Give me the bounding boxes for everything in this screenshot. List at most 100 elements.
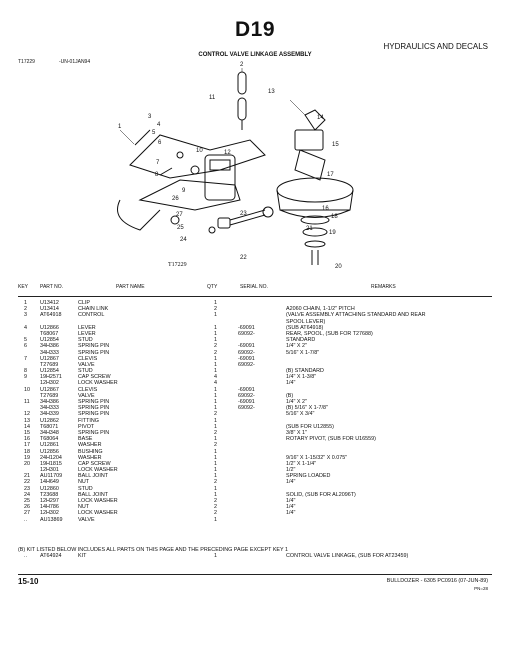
cell-remarks: (VALVE ASSEMBLY ATTACHING STANDARD AND R… bbox=[286, 312, 426, 319]
cell-part-name: VALVE bbox=[78, 361, 95, 368]
cell-key: 9 bbox=[24, 374, 27, 381]
callout-24: 24 bbox=[180, 237, 187, 243]
callout-2: 2 bbox=[240, 62, 244, 68]
cell-qty: 1 bbox=[214, 386, 217, 393]
cell-serial: 69092- bbox=[238, 392, 255, 399]
cell-remarks: (B) bbox=[286, 392, 294, 399]
cell-qty: 1 bbox=[214, 300, 217, 306]
cell-key: 15 bbox=[24, 429, 30, 436]
cell-remarks: 5/16" X 3/4" bbox=[286, 411, 315, 418]
cell-part-no: 34H348 bbox=[40, 429, 59, 436]
col-part-name: PART NAME bbox=[116, 284, 145, 290]
cell-part-no: 12H302 bbox=[40, 510, 59, 517]
cell-part-name: SPRING PIN bbox=[78, 399, 110, 405]
cell-part-name: CLIP bbox=[78, 300, 90, 306]
callout-1: 1 bbox=[118, 124, 122, 130]
cell-qty: 1 bbox=[214, 392, 217, 399]
cell-part-no: U13414 bbox=[40, 306, 59, 313]
callout-11: 11 bbox=[209, 95, 216, 101]
cell-remarks: A2060 CHAIN, 1-1/2" PITCH bbox=[286, 306, 355, 313]
cell-part-no: 19H1815 bbox=[40, 460, 62, 467]
header-rule bbox=[18, 296, 492, 297]
callout-6: 6 bbox=[158, 140, 162, 146]
cell-key: 26 bbox=[24, 504, 30, 511]
cell-part-name: NUT bbox=[78, 479, 90, 486]
cell-part-no: T27689 bbox=[40, 361, 59, 368]
cell-part-name: FITTING bbox=[78, 417, 99, 424]
page-number: 15-10 bbox=[18, 577, 39, 586]
col-serial-no: SERIAL NO. bbox=[240, 284, 268, 290]
cell-part-name: WASHER bbox=[78, 442, 102, 449]
callout-4: 4 bbox=[157, 122, 161, 128]
cell-key: 14 bbox=[24, 423, 30, 430]
cell-key: 24 bbox=[24, 491, 30, 498]
cell-key: 2 bbox=[24, 306, 27, 313]
cell-key: 22 bbox=[24, 479, 30, 486]
cell-part-name: CAP SCREW bbox=[78, 374, 111, 381]
cell-part-name: CONTROL bbox=[78, 312, 105, 319]
cell-qty: 1 bbox=[214, 448, 217, 455]
cell-part-name: LEVER bbox=[78, 330, 96, 337]
cell-key: 13 bbox=[24, 417, 30, 424]
cell-qty: 1 bbox=[214, 516, 217, 523]
cell-qty: 2 bbox=[214, 442, 217, 449]
cell-part-name: LOCK WASHER bbox=[78, 467, 118, 474]
callout-20: 20 bbox=[335, 264, 342, 270]
cell-part-no: 24H1204 bbox=[40, 454, 62, 461]
cell-qty: 2 bbox=[214, 498, 217, 504]
cell-part-no: U12854 bbox=[40, 337, 59, 344]
cell-part-no: U12860 bbox=[40, 485, 59, 492]
cell-key: 6 bbox=[24, 343, 27, 350]
cell-serial: -69091 bbox=[238, 355, 255, 362]
cell-serial: -69091 bbox=[238, 324, 255, 331]
cell-part-name: STUD bbox=[78, 337, 93, 344]
table-header: KEY PART NO. PART NAME QTY SERIAL NO. RE… bbox=[18, 284, 492, 292]
cell-serial: -69091 bbox=[238, 386, 255, 393]
cell-part-no: 34H386 bbox=[40, 399, 59, 405]
cell-key: 16 bbox=[24, 436, 30, 443]
cell-serial: 69092- bbox=[238, 405, 255, 412]
section-title: HYDRAULICS AND DECALS bbox=[383, 42, 488, 51]
cell-remarks: 1/4" X 1-3/8" bbox=[286, 374, 317, 381]
cell-remarks: 1/4" bbox=[286, 498, 296, 504]
figure-date: -UN-01JAN94 bbox=[59, 59, 91, 65]
cell-qty: 1 bbox=[214, 423, 217, 430]
cell-remarks: 9/16" X 1-15/32" X 0.075" bbox=[286, 454, 348, 461]
cell-part-no: U12867 bbox=[40, 355, 59, 362]
cell-remarks: (B) STANDARD bbox=[286, 368, 324, 375]
cell-part-name: LOCK WASHER bbox=[78, 380, 118, 387]
cell-remarks: 1/4" bbox=[286, 380, 296, 387]
cell-key: 4 bbox=[24, 324, 27, 331]
cell-remarks: 3/8" X 1" bbox=[286, 429, 307, 436]
cell-part-name: CLEVIS bbox=[78, 355, 98, 362]
cell-part-name: BASE bbox=[78, 436, 93, 443]
cell-part-name: STUD bbox=[78, 368, 93, 375]
cell-remarks: 1/4" bbox=[286, 510, 296, 517]
footer-code: PN=28 bbox=[474, 586, 488, 591]
cell-remarks: (SUB AT64918) bbox=[286, 324, 324, 331]
kit-part-name: KIT bbox=[78, 553, 87, 559]
kit-qty: 1 bbox=[214, 553, 217, 559]
cell-key: 18 bbox=[24, 448, 30, 455]
cell-remarks: STANDARD bbox=[286, 337, 316, 344]
cell-part-no: 34H339 bbox=[40, 411, 59, 418]
cell-qty: 4 bbox=[214, 380, 217, 387]
cell-part-name: BALL JOINT bbox=[78, 473, 109, 480]
cell-part-name: SPRING PIN bbox=[78, 349, 110, 356]
